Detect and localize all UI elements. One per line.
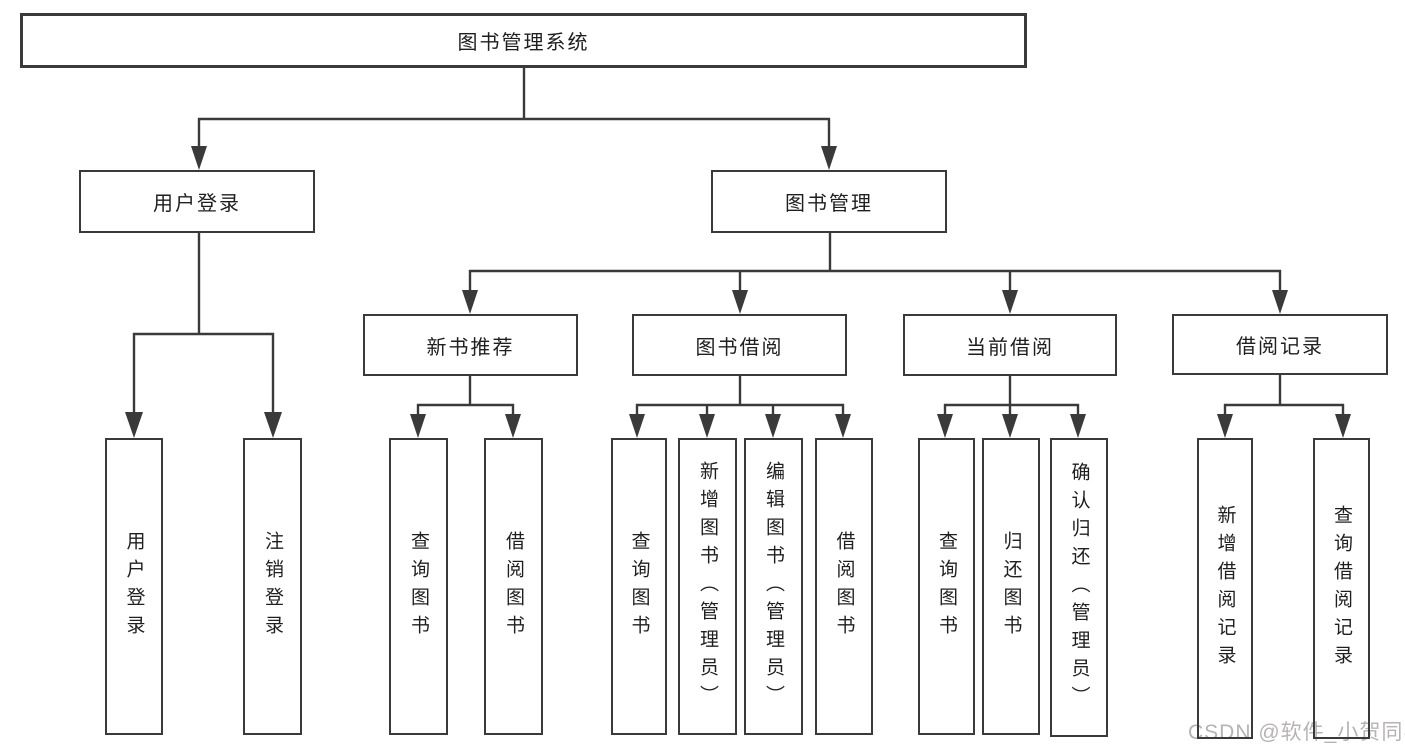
node-user-login: 用户登录 bbox=[79, 170, 315, 233]
arrowhead bbox=[629, 414, 645, 438]
arrowhead bbox=[835, 414, 851, 438]
node-borrowing-records: 借阅记录 bbox=[1172, 314, 1388, 375]
node-library-system: 图书管理系统 bbox=[20, 13, 1027, 68]
arrowhead bbox=[1335, 414, 1351, 438]
node-new-book-recommend: 新书推荐 bbox=[363, 314, 578, 376]
leaf-logout: 注销登录 bbox=[243, 438, 302, 735]
arrowhead bbox=[937, 414, 953, 438]
watermark: CSDN @软件_小贺同学 bbox=[1188, 721, 1405, 744]
arrowhead bbox=[410, 414, 426, 438]
arrowhead bbox=[505, 414, 521, 438]
leaf-return-books-label: 归还图书 bbox=[1000, 530, 1022, 643]
leaf-confirm-return-admin: 确认归还（管理员） bbox=[1050, 438, 1108, 737]
arrowhead bbox=[1070, 414, 1086, 438]
arrowhead bbox=[125, 412, 143, 438]
arrowhead bbox=[1217, 414, 1233, 438]
leaf-query-books: 查询图书 bbox=[389, 438, 448, 735]
leaf-add-book-admin: 新增图书（管理员） bbox=[678, 438, 737, 735]
leaf-query-books: 查询图书 bbox=[918, 438, 975, 735]
leaf-borrow-books: 借阅图书 bbox=[484, 438, 543, 735]
node-library-system-label: 图书管理系统 bbox=[457, 32, 590, 54]
leaf-user-login-label: 用户登录 bbox=[123, 530, 145, 643]
leaf-query-borrow-record: 查询借阅记录 bbox=[1313, 438, 1370, 739]
leaf-user-login: 用户登录 bbox=[105, 438, 163, 735]
leaf-edit-book-admin-label: 编辑图书（管理员） bbox=[763, 460, 784, 713]
arrowhead bbox=[1002, 414, 1018, 438]
leaf-confirm-return-admin-label: 确认归还（管理员） bbox=[1068, 461, 1090, 714]
node-new-book-recommend-label: 新书推荐 bbox=[426, 336, 515, 359]
leaf-add-book-admin-label: 新增图书（管理员） bbox=[697, 460, 718, 713]
leaf-add-borrow-record: 新增借阅记录 bbox=[1197, 438, 1253, 739]
arrowhead bbox=[699, 414, 715, 438]
arrowhead bbox=[264, 412, 282, 438]
leaf-logout-label: 注销登录 bbox=[262, 530, 283, 643]
arrowhead bbox=[765, 414, 781, 438]
node-current-borrowing: 当前借阅 bbox=[903, 314, 1117, 376]
leaf-borrow-books: 借阅图书 bbox=[815, 438, 873, 735]
arrowhead bbox=[191, 146, 207, 170]
leaf-query-books-label: 查询图书 bbox=[628, 530, 650, 643]
leaf-query-books: 查询图书 bbox=[611, 438, 667, 735]
arrowhead bbox=[1272, 290, 1288, 314]
node-borrowing-records-label: 借阅记录 bbox=[1236, 336, 1324, 358]
node-current-borrowing-label: 当前借阅 bbox=[966, 336, 1054, 359]
leaf-borrow-books-label: 借阅图书 bbox=[833, 530, 855, 643]
leaf-add-borrow-record-label: 新增借阅记录 bbox=[1214, 504, 1236, 673]
leaf-return-books: 归还图书 bbox=[982, 438, 1040, 735]
node-book-borrowing: 图书借阅 bbox=[632, 314, 847, 376]
node-book-management-label: 图书管理 bbox=[785, 193, 873, 215]
node-user-login-label: 用户登录 bbox=[153, 193, 241, 215]
leaf-query-books-label: 查询图书 bbox=[936, 530, 957, 643]
arrowhead bbox=[732, 290, 748, 314]
arrowhead bbox=[1002, 290, 1018, 314]
node-book-management: 图书管理 bbox=[711, 170, 947, 233]
leaf-borrow-books-label: 借阅图书 bbox=[503, 530, 524, 643]
leaf-query-books-label: 查询图书 bbox=[408, 530, 429, 643]
arrowhead bbox=[821, 146, 837, 170]
leaf-edit-book-admin: 编辑图书（管理员） bbox=[744, 438, 803, 735]
arrowhead bbox=[462, 290, 478, 314]
node-book-borrowing-label: 图书借阅 bbox=[695, 336, 784, 359]
leaf-query-borrow-record-label: 查询借阅记录 bbox=[1331, 504, 1352, 673]
